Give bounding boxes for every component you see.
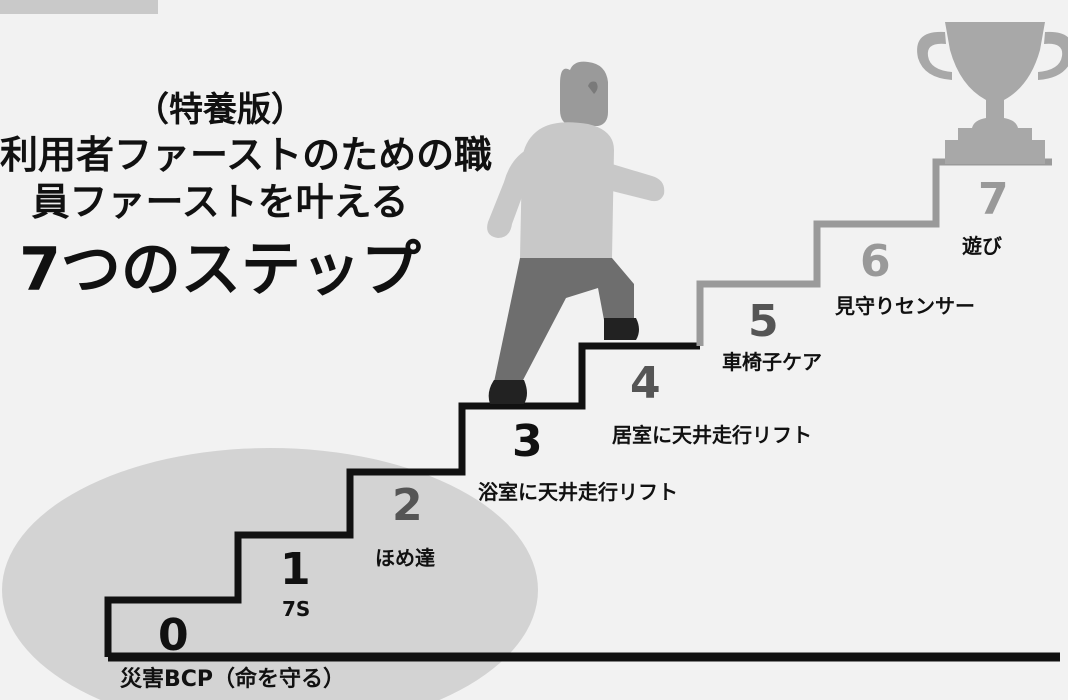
step-number-3: 3 xyxy=(512,416,543,467)
title-line-1: （特養版） xyxy=(135,90,305,130)
step-label-3: 浴室に天井走行リフト xyxy=(478,480,678,504)
trophy-icon xyxy=(917,22,1068,164)
step-number-7: 7 xyxy=(978,174,1009,225)
step-number-2: 2 xyxy=(392,480,423,531)
step-number-0: 0 xyxy=(158,610,189,661)
step-label-5: 車椅子ケア xyxy=(722,350,822,374)
step-label-7: 遊び xyxy=(962,234,1002,258)
step-number-6: 6 xyxy=(860,236,891,287)
step-label-6: 見守りセンサー xyxy=(835,294,975,318)
title-line-3: 員ファーストを叶える xyxy=(31,180,409,224)
step-number-5: 5 xyxy=(748,296,779,347)
corner-decoration xyxy=(0,0,158,14)
highlight-ellipse xyxy=(2,448,538,700)
person-climbing-icon xyxy=(487,61,665,404)
stair-outline-dark xyxy=(104,342,700,657)
title-main: 7つのステップ xyxy=(19,235,421,305)
title-line-2: 利用者ファーストのための職 xyxy=(0,133,493,177)
stair-outline-light xyxy=(696,158,1052,346)
step-number-4: 4 xyxy=(630,358,661,409)
step-label-0: 災害BCP（命を守る） xyxy=(120,667,346,692)
step-label-1: 7S xyxy=(282,597,311,621)
title-block: （特養版） 利用者ファーストのための職 員ファーストを叶える 7つのステップ xyxy=(0,88,493,310)
step-label-4: 居室に天井走行リフト xyxy=(612,423,812,447)
step-label-2: ほめ達 xyxy=(375,546,435,570)
step-number-1: 1 xyxy=(280,544,311,595)
